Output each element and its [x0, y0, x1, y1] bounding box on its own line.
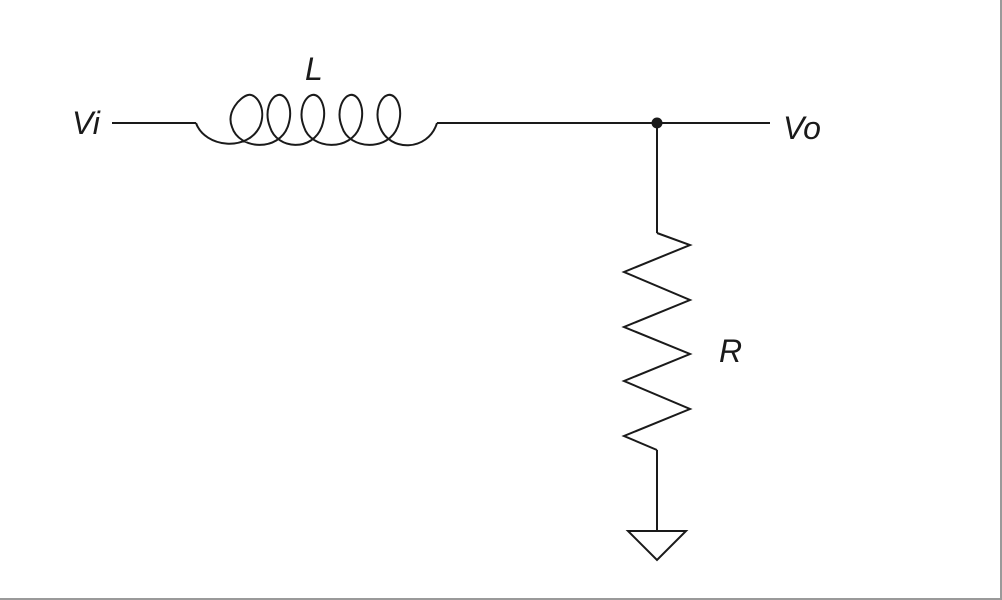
output-voltage-label: Vo: [783, 110, 821, 146]
resistor-label: R: [719, 333, 742, 369]
inductor-label: L: [305, 51, 323, 87]
input-voltage-label: Vi: [72, 105, 101, 141]
resistor-zigzag: [621, 232, 693, 451]
ground-symbol: [625, 530, 689, 562]
inductor-coil: [195, 93, 438, 147]
